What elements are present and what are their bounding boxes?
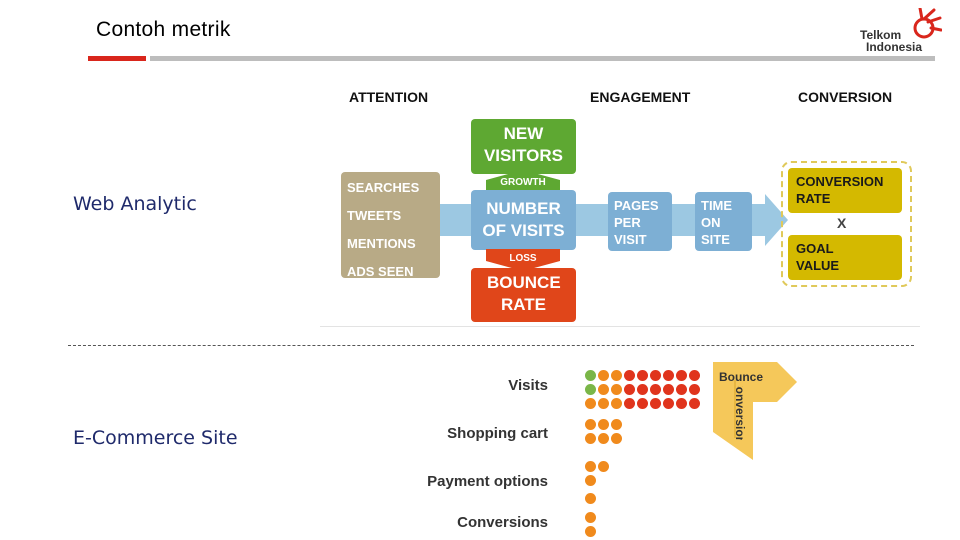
funnel-dot <box>598 419 609 430</box>
section-divider <box>68 345 914 346</box>
funnel-dot <box>585 512 596 523</box>
loss-arrow <box>486 249 560 271</box>
multiply-sign: X <box>837 215 847 231</box>
conversion-label: Conversion <box>733 386 747 440</box>
funnel-dot <box>598 398 609 409</box>
loss-label: LOSS <box>509 253 537 264</box>
funnel-dot <box>676 398 687 409</box>
telkom-logo: Telkom Indonesia <box>852 6 943 58</box>
funnel-dot <box>637 370 648 381</box>
goal-value-box: GOAL VALUE <box>788 235 902 280</box>
funnel-dot <box>663 384 674 395</box>
funnel-dot <box>585 461 596 472</box>
funnel-dot <box>611 433 622 444</box>
attention-item: ADS SEEN <box>347 264 414 279</box>
funnel-dot <box>585 475 596 486</box>
funnel-dot <box>598 461 609 472</box>
column-engagement: ENGAGEMENT <box>590 89 691 105</box>
pages-per-visit-line: PER <box>614 215 641 230</box>
attention-item: MENTIONS <box>347 236 416 251</box>
funnel-dot <box>598 384 609 395</box>
funnel-dot <box>585 384 596 395</box>
ecommerce-label: E-Commerce Site <box>73 427 238 449</box>
funnel-dot <box>637 398 648 409</box>
conversion-zone <box>781 161 912 287</box>
attention-item: TWEETS <box>347 208 402 223</box>
time-on-site-line: ON <box>701 215 721 230</box>
funnel-dot <box>585 370 596 381</box>
funnel-stage-visits: Visits <box>508 377 548 394</box>
funnel-dot <box>611 370 622 381</box>
funnel-dot <box>624 398 635 409</box>
pages-arrow <box>675 213 695 231</box>
funnel-dot <box>598 433 609 444</box>
funnel-dot <box>663 398 674 409</box>
attention-item: SEARCHES <box>347 180 420 195</box>
attention-list: SEARCHES TWEETS MENTIONS ADS SEEN <box>341 172 440 279</box>
bounce-arrow <box>713 362 797 460</box>
funnel-dot <box>585 433 596 444</box>
web-analytic-label: Web Analytic <box>73 193 197 215</box>
growth-arrow <box>486 170 560 192</box>
telkom-logo-mark <box>913 6 943 39</box>
goal-value-line: VALUE <box>796 258 840 273</box>
funnel-dot <box>689 370 700 381</box>
funnel-stage-payment-options: Payment options <box>427 473 548 490</box>
funnel-dot <box>689 398 700 409</box>
funnel-stage-shopping-cart: Shopping cart <box>447 425 548 442</box>
logo-line-2: Indonesia <box>866 40 923 54</box>
funnel-dot <box>624 370 635 381</box>
funnel-dot <box>676 370 687 381</box>
logo-line-1: Telkom <box>860 28 902 42</box>
funnel-dot <box>650 370 661 381</box>
column-attention: ATTENTION <box>349 89 429 105</box>
funnel-dot <box>689 384 700 395</box>
funnel-stage-conversions: Conversions <box>457 514 548 531</box>
conversion-rate-line: RATE <box>796 191 831 206</box>
funnel-dot <box>585 398 596 409</box>
page-title: Contoh metrik <box>96 18 231 41</box>
funnel-dot <box>663 370 674 381</box>
funnel-dot <box>676 384 687 395</box>
funnel-dot <box>637 384 648 395</box>
diagram-baseline <box>320 326 920 327</box>
funnel-dot <box>650 384 661 395</box>
goal-value-line: GOAL <box>796 241 834 256</box>
header-rule <box>150 56 935 61</box>
funnel-dot <box>585 526 596 537</box>
conversion-rate-line: CONVERSION <box>796 174 884 189</box>
time-on-site-line: TIME <box>701 198 733 213</box>
new-visitors-box: NEW VISITORS <box>471 119 576 174</box>
conversion-label-wrap: Conversion <box>715 386 755 440</box>
pages-per-visit-line: VISIT <box>614 232 647 247</box>
funnel-dot <box>611 419 622 430</box>
funnel-dot <box>611 384 622 395</box>
funnel-dot <box>624 384 635 395</box>
funnel-dot <box>611 398 622 409</box>
bounce-label: Bounce <box>719 370 764 384</box>
bounce-rate-box: BOUNCE RATE <box>471 268 576 322</box>
number-of-visits-box: NUMBER OF VISITS <box>471 190 576 250</box>
funnel-dot <box>598 370 609 381</box>
pages-per-visit-box: PAGES PER VISIT <box>608 192 672 251</box>
header-accent-bar <box>88 56 146 61</box>
pages-per-visit-line: PAGES <box>614 198 659 213</box>
conversion-rate-box: CONVERSION RATE <box>788 168 902 213</box>
time-on-site-line: SITE <box>701 232 730 247</box>
column-conversion: CONVERSION <box>798 89 893 105</box>
funnel-dot <box>585 493 596 504</box>
funnel-dot <box>650 398 661 409</box>
time-on-site-box: TIME ON SITE <box>695 192 752 251</box>
growth-label: GROWTH <box>500 177 546 188</box>
funnel-dot <box>585 419 596 430</box>
